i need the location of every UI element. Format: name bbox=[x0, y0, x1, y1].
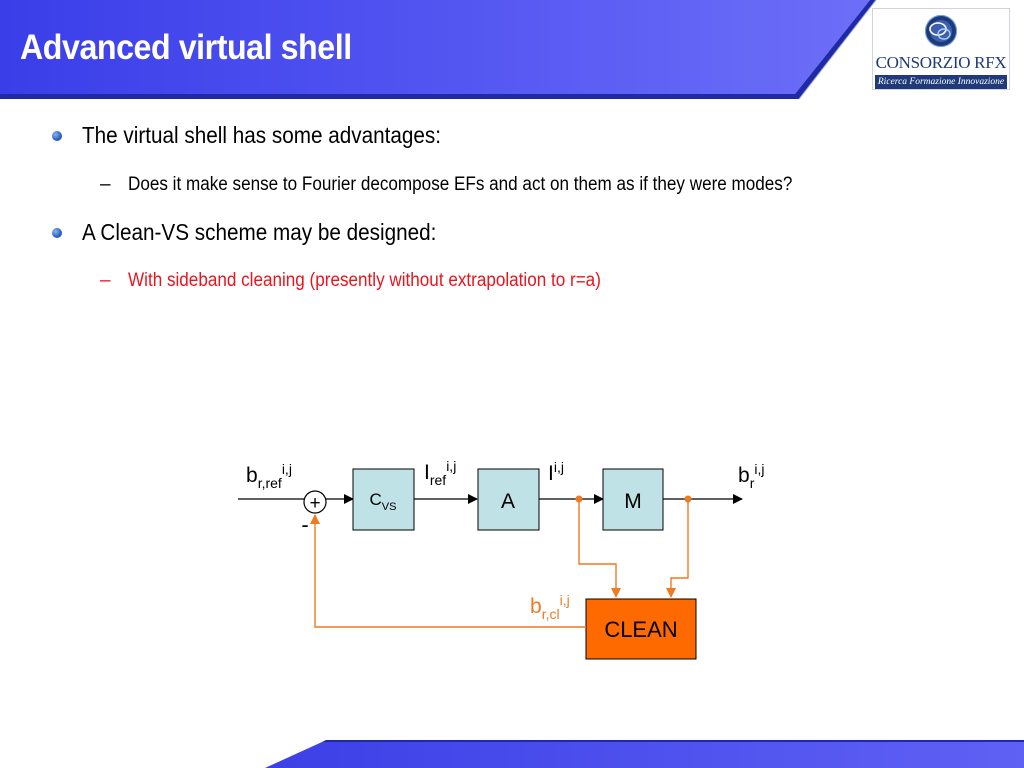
b-clean-label: br,cli,j bbox=[530, 592, 570, 622]
title-banner bbox=[0, 0, 877, 100]
bullet-item: A Clean-VS scheme may be designed: bbox=[82, 219, 437, 245]
plus-sign: + bbox=[309, 493, 320, 514]
cvs-block bbox=[352, 468, 415, 531]
feedback-line bbox=[310, 514, 586, 628]
tap-current-line bbox=[578, 499, 621, 598]
a-block-label: A bbox=[501, 490, 515, 513]
dash-icon: – bbox=[100, 270, 111, 291]
summing-junction bbox=[303, 490, 327, 514]
clean-block bbox=[585, 598, 697, 660]
slide-title: Advanced virtual shell bbox=[20, 28, 352, 67]
logo-name: CONSORZIO RFX bbox=[875, 53, 1007, 72]
m-block-label: M bbox=[624, 490, 642, 513]
a-block bbox=[477, 468, 540, 531]
sub-bullet-item: Does it make sense to Fourier decompose … bbox=[128, 174, 793, 195]
logo-emblem-icon bbox=[925, 15, 957, 47]
cvs-block-label: CVS bbox=[370, 490, 397, 513]
dash-icon: – bbox=[100, 174, 111, 195]
clean-block-label: CLEAN bbox=[604, 617, 677, 642]
minus-sign: - bbox=[301, 512, 308, 537]
b-ref-label: br,refi,j bbox=[246, 461, 292, 491]
b-out-label: bri,j bbox=[738, 461, 764, 491]
bullet-dot-icon bbox=[52, 228, 62, 238]
footer-band bbox=[265, 740, 1024, 768]
i-out-label: Ii,j bbox=[548, 459, 564, 485]
consorzio-rfx-logo: CONSORZIO RFX Ricerca Formazione Innovaz… bbox=[872, 8, 1010, 90]
sub-bullet-item: With sideband cleaning (presently withou… bbox=[128, 270, 601, 291]
bullet-dot-icon bbox=[52, 131, 62, 141]
bullet-item: The virtual shell has some advantages: bbox=[82, 122, 442, 148]
logo-tagline: Ricerca Formazione Innovazione bbox=[875, 75, 1007, 89]
m-block bbox=[602, 468, 664, 531]
tap-field-line bbox=[666, 499, 689, 598]
i-ref-label: Irefi,j bbox=[424, 458, 456, 488]
